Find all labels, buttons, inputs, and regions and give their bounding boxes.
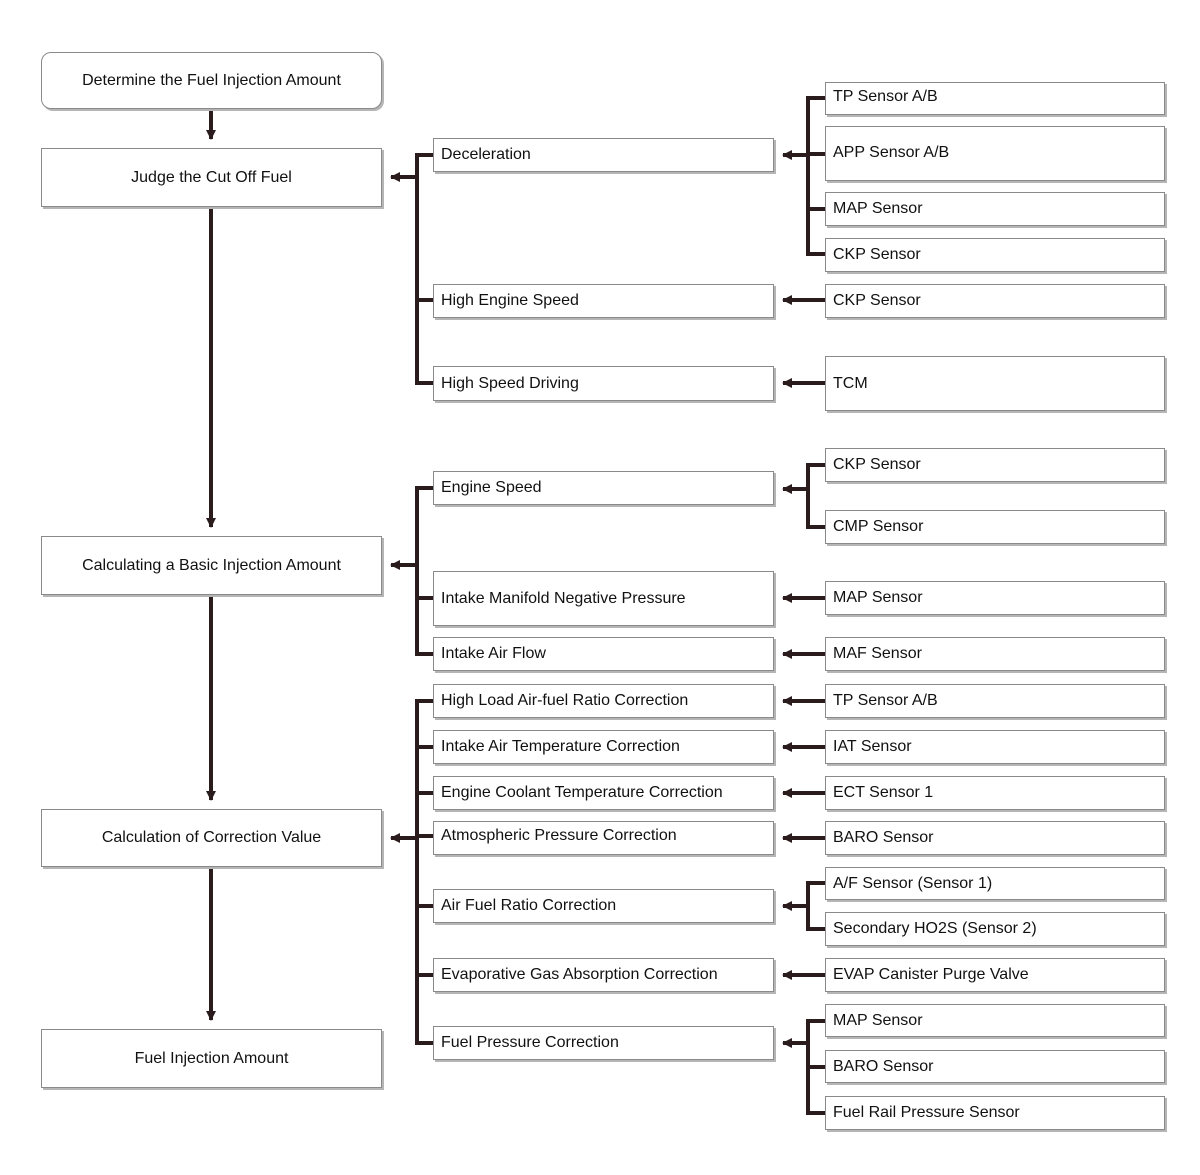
- condition-label: High Speed Driving: [441, 374, 579, 392]
- condition-label: Intake Manifold Negative Pressure: [441, 589, 686, 607]
- sensor-label: A/F Sensor (Sensor 1): [833, 874, 993, 892]
- sensor-label: CKP Sensor: [833, 456, 921, 473]
- sensor-fuel-rail-pressure: Fuel Rail Pressure Sensor: [825, 1096, 1165, 1130]
- condition-label: High Load Air-fuel Ratio Correction: [441, 692, 689, 709]
- condition-fuel-pressure-correction: Fuel Pressure Correction: [433, 1026, 774, 1060]
- sensor-map: MAP Sensor: [825, 1004, 1165, 1037]
- step-label: Calculation of Correction Value: [101, 829, 322, 846]
- sensor-ckp: CKP Sensor: [825, 448, 1165, 482]
- sensor-label: APP Sensor A/B: [833, 144, 950, 161]
- sensor-label: TP Sensor A/B: [833, 88, 938, 105]
- sensor-label: TCM: [833, 374, 868, 392]
- sensor-tp: TP Sensor A/B: [825, 82, 1165, 115]
- step-label: Judge the Cut Off Fuel: [131, 168, 292, 186]
- sensor-cmp: CMP Sensor: [825, 510, 1165, 544]
- sensor-label: MAP Sensor: [833, 200, 923, 217]
- sensor-label: CMP Sensor: [833, 518, 924, 535]
- condition-label: High Engine Speed: [441, 292, 579, 309]
- condition-intake-air-flow: Intake Air Flow: [433, 637, 774, 671]
- sensor-label: CKP Sensor: [833, 246, 921, 263]
- sensor-label: TP Sensor A/B: [833, 692, 938, 709]
- sensor-label: IAT Sensor: [833, 738, 912, 755]
- sensor-tcm: TCM: [825, 356, 1165, 411]
- condition-label: Fuel Pressure Correction: [441, 1034, 619, 1051]
- condition-label: Intake Air Flow: [441, 645, 546, 662]
- sensor-ckp: CKP Sensor: [825, 284, 1165, 318]
- condition-label: Engine Speed: [441, 479, 542, 496]
- sensor-label: EVAP Canister Purge Valve: [833, 966, 1029, 983]
- condition-coolant-temp-correction: Engine Coolant Temperature Correction: [433, 776, 774, 810]
- sensor-maf: MAF Sensor: [825, 637, 1165, 671]
- sensor-tp: TP Sensor A/B: [825, 684, 1165, 718]
- sensor-map: MAP Sensor: [825, 192, 1165, 226]
- step-label: Fuel Injection Amount: [134, 1049, 289, 1067]
- sensor-map: MAP Sensor: [825, 581, 1165, 615]
- condition-label: Air Fuel Ratio Correction: [441, 897, 617, 914]
- condition-label: Intake Air Temperature Correction: [441, 738, 680, 755]
- sensor-ckp: CKP Sensor: [825, 238, 1165, 272]
- condition-air-fuel-ratio-correction: Air Fuel Ratio Correction: [433, 889, 774, 923]
- sensor-label: Secondary HO2S (Sensor 2): [833, 920, 1037, 937]
- sensor-evap-purge-valve: EVAP Canister Purge Valve: [825, 958, 1165, 992]
- condition-atmospheric-correction: Atmospheric Pressure Correction: [433, 821, 774, 855]
- sensor-label: MAP Sensor: [833, 1011, 923, 1029]
- condition-label: Engine Coolant Temperature Correction: [441, 784, 723, 801]
- step-determine-fuel-injection: Determine the Fuel Injection Amount: [41, 52, 382, 109]
- condition-intake-air-temp-correction: Intake Air Temperature Correction: [433, 730, 774, 764]
- sensor-label: MAF Sensor: [833, 645, 922, 662]
- condition-label: Evaporative Gas Absorption Correction: [441, 966, 718, 983]
- sensor-baro: BARO Sensor: [825, 1050, 1165, 1083]
- condition-evap-gas-correction: Evaporative Gas Absorption Correction: [433, 958, 774, 992]
- step-basic-injection: Calculating a Basic Injection Amount: [41, 536, 382, 595]
- sensor-app: APP Sensor A/B: [825, 126, 1165, 181]
- sensor-label: BARO Sensor: [833, 1057, 934, 1075]
- sensor-ect: ECT Sensor 1: [825, 776, 1165, 810]
- step-label: Calculating a Basic Injection Amount: [82, 556, 341, 574]
- sensor-label: Fuel Rail Pressure Sensor: [833, 1104, 1020, 1121]
- sensor-af: A/F Sensor (Sensor 1): [825, 867, 1165, 900]
- condition-label: Deceleration: [441, 146, 531, 163]
- sensor-label: MAP Sensor: [833, 589, 923, 606]
- condition-high-engine-speed: High Engine Speed: [433, 284, 774, 318]
- sensor-label: BARO Sensor: [833, 829, 934, 846]
- condition-intake-manifold-pressure: Intake Manifold Negative Pressure: [433, 571, 774, 626]
- condition-deceleration: Deceleration: [433, 138, 774, 172]
- sensor-baro: BARO Sensor: [825, 821, 1165, 855]
- step-label: Determine the Fuel Injection Amount: [82, 71, 341, 89]
- sensor-iat: IAT Sensor: [825, 730, 1165, 764]
- sensor-label: ECT Sensor 1: [833, 784, 934, 801]
- step-fuel-injection-amount: Fuel Injection Amount: [41, 1029, 382, 1088]
- condition-engine-speed: Engine Speed: [433, 471, 774, 505]
- condition-high-speed-driving: High Speed Driving: [433, 366, 774, 401]
- condition-high-load-correction: High Load Air-fuel Ratio Correction: [433, 684, 774, 718]
- step-correction-value: Calculation of Correction Value: [41, 809, 382, 867]
- step-judge-cut-off-fuel: Judge the Cut Off Fuel: [41, 148, 382, 207]
- sensor-secondary-ho2s: Secondary HO2S (Sensor 2): [825, 912, 1165, 946]
- sensor-label: CKP Sensor: [833, 292, 921, 309]
- condition-label: Atmospheric Pressure Correction: [441, 827, 677, 844]
